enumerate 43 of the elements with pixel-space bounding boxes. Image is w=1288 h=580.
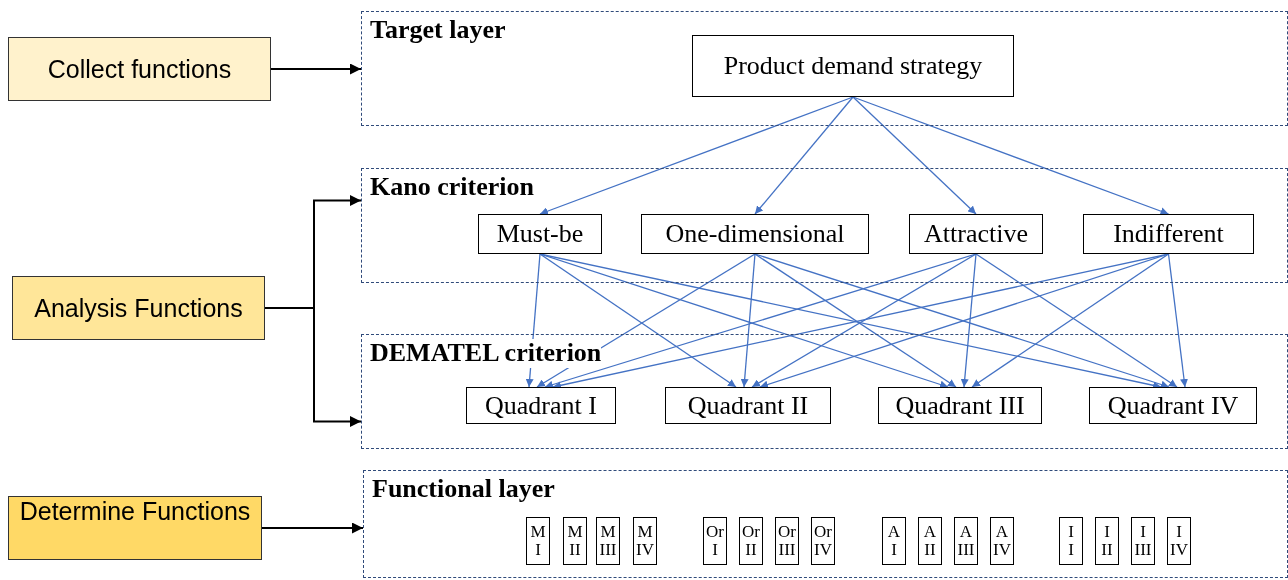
layer-panel [361,334,1288,449]
function-card: M IV [633,517,657,565]
criterion-box: Product demand strategy [692,35,1014,97]
arrow [754,96,854,215]
function-card: M II [563,517,587,565]
arrow [960,253,977,388]
function-card: I I [1059,517,1083,565]
arrow [852,96,1170,215]
function-card: Or III [775,517,799,565]
layer-panel [361,168,1288,283]
arrow [1167,253,1188,388]
function-card: Or I [703,517,727,565]
function-card: A I [882,517,906,565]
criterion-box: Quadrant III [878,387,1042,424]
stage-box: Collect functions [8,37,271,101]
function-card: A III [954,517,978,565]
function-card: A IV [990,517,1014,565]
function-card: A II [918,517,942,565]
function-card: M I [526,517,550,565]
stage-box: Analysis Functions [12,276,265,340]
function-card: I II [1095,517,1119,565]
criterion-box: Must-be [478,214,602,254]
criterion-box: Attractive [909,214,1043,254]
function-card: Or IV [811,517,835,565]
function-card: Or II [739,517,763,565]
function-card: I III [1131,517,1155,565]
arrow [261,522,364,534]
layer-panel [363,470,1288,578]
arrow [264,307,362,427]
panel-title: DEMATEL criterion [370,339,602,368]
stage-box: Determine Functions [8,496,262,560]
arrow [852,96,977,215]
criterion-box: Indifferent [1083,214,1254,254]
function-card: M III [596,517,620,565]
criterion-box: One-dimensional [641,214,869,254]
arrow [539,96,854,215]
arrow [740,253,756,388]
criterion-box: Quadrant IV [1089,387,1257,424]
arrow [270,63,362,75]
layer-panel [361,11,1288,126]
criterion-box: Quadrant I [466,387,616,424]
function-card: I IV [1167,517,1191,565]
criterion-box: Quadrant II [665,387,831,424]
